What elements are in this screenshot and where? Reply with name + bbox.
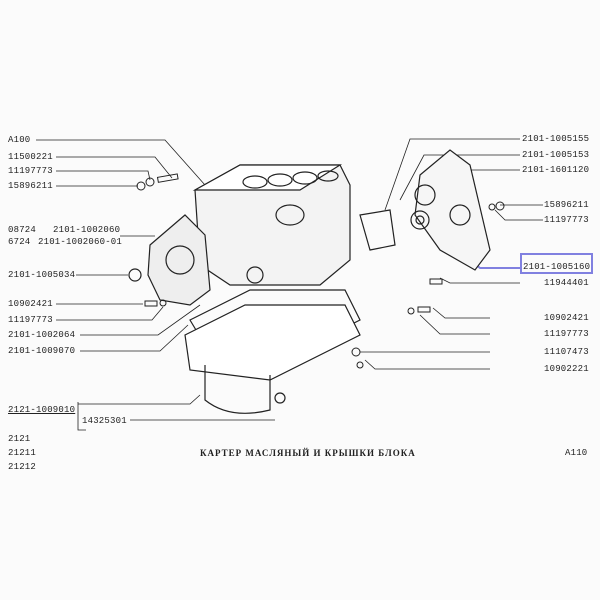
page-code: A110	[565, 448, 588, 458]
label-part[interactable]: 2101-1002064	[8, 330, 76, 340]
model-label: 2121	[8, 434, 31, 444]
label-part[interactable]: 08724	[8, 225, 37, 235]
label-part[interactable]: 2101-1002060	[53, 225, 121, 235]
label-part[interactable]: 14325301	[82, 416, 127, 426]
diagram-title: КАРТЕР МАСЛЯНЫЙ И КРЫШКИ БЛОКА	[200, 448, 416, 458]
label-part-selected[interactable]: 2101-1005160	[523, 262, 591, 272]
engine-block	[192, 164, 351, 286]
label-part[interactable]: 11197773	[544, 215, 589, 225]
front-cover	[128, 214, 211, 306]
label-part[interactable]: 11197773	[544, 329, 589, 339]
label-part[interactable]: 6724	[8, 237, 31, 247]
label-part[interactable]: 10902421	[544, 313, 589, 323]
label-part[interactable]: 2101-1005034	[8, 270, 76, 280]
rear-cover	[359, 149, 491, 271]
model-label: 21212	[8, 462, 37, 472]
label-part[interactable]: 10902221	[544, 364, 589, 374]
label-part[interactable]: 11197773	[8, 315, 53, 325]
label-part[interactable]: 11500221	[8, 152, 53, 162]
label-part[interactable]: 11944401	[544, 278, 589, 288]
label-part[interactable]: 2101-1601120	[522, 165, 590, 175]
label-part[interactable]: 10902421	[8, 299, 53, 309]
leader-lines	[36, 138, 543, 431]
label-part[interactable]: 11107473	[544, 347, 589, 357]
label-part[interactable]: 11197773	[8, 166, 53, 176]
label-part[interactable]: 2101-1002060-01	[38, 237, 123, 247]
label-part[interactable]: 2101-1005155	[522, 134, 590, 144]
model-label: 21211	[8, 448, 37, 458]
label-part[interactable]: 2101-1009070	[8, 346, 76, 356]
selected-part-highlight[interactable]	[520, 253, 593, 274]
oil-pan	[184, 304, 361, 414]
label-part[interactable]: 15896211	[8, 181, 53, 191]
label-part[interactable]: 2101-1005153	[522, 150, 590, 160]
label-part[interactable]: A100	[8, 135, 31, 145]
label-part[interactable]: 2121-1009010	[8, 405, 76, 415]
label-part[interactable]: 15896211	[544, 200, 589, 210]
fasteners	[136, 173, 505, 369]
